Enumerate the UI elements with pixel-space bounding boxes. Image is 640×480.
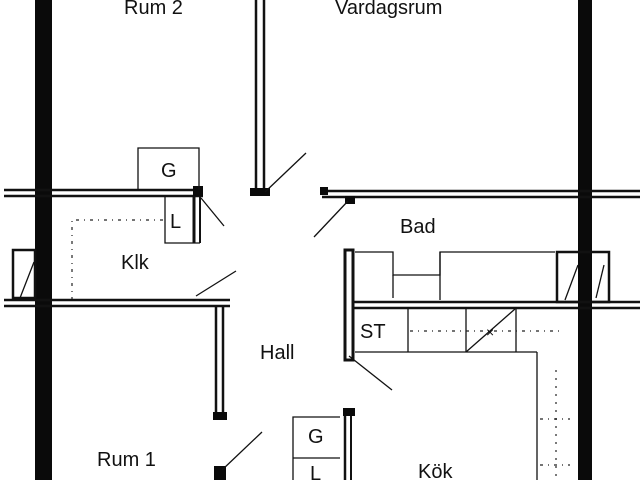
- fixture-label-l-bottom: L: [310, 463, 321, 480]
- window-klk: [11, 248, 37, 300]
- room-label-kok: Kök: [418, 461, 453, 480]
- wall-klk-bottom: [4, 298, 230, 420]
- fixture-label-l-top: L: [170, 211, 181, 233]
- fixture-l-top: [164, 196, 201, 244]
- exterior-wall-left: [35, 0, 52, 480]
- fixture-g-top: [137, 147, 200, 190]
- door-swing: [221, 431, 263, 471]
- window-bad: [555, 250, 611, 304]
- door-swing: [264, 152, 307, 193]
- room-label-klk: Klk: [121, 252, 150, 274]
- wall-bad-top: [320, 187, 640, 204]
- fixture-label-g-bottom: G: [308, 426, 324, 448]
- door-swing: [200, 197, 225, 227]
- exterior-wall-right: [578, 0, 592, 480]
- door-swing: [313, 200, 349, 238]
- wall-kok-left: [292, 408, 355, 480]
- wall-klk-top: [4, 186, 203, 198]
- wall-rum2-vardagsrum: [250, 0, 270, 196]
- room-label-hall: Hall: [260, 342, 294, 364]
- door-swing: [195, 270, 237, 297]
- door-swing: [348, 355, 393, 391]
- fixture-label-st: ST: [360, 321, 386, 343]
- stove-x-icon: ×: [486, 324, 494, 340]
- room-label-rum2: Rum 2: [124, 0, 183, 19]
- room-label-vardagsrum: Vardagsrum: [335, 0, 442, 19]
- room-label-rum1: Rum 1: [97, 449, 156, 471]
- bad-fixtures: [343, 248, 555, 362]
- klk-dashed-outline: [71, 219, 165, 300]
- room-label-bad: Bad: [400, 216, 436, 238]
- kitchen-counter: ×: [355, 308, 570, 480]
- fixture-label-g-top: G: [161, 160, 177, 182]
